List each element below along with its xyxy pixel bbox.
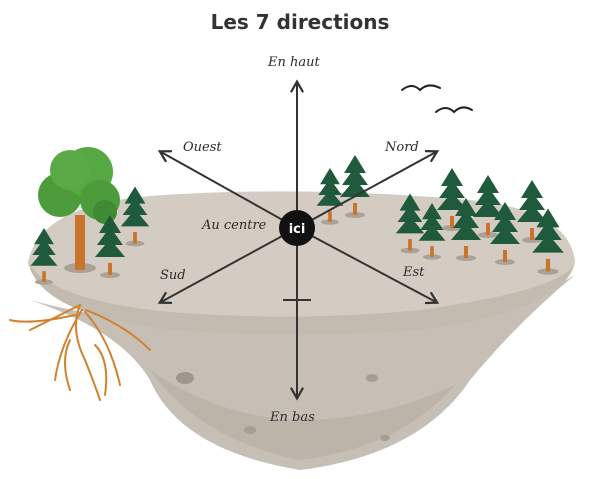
conifer-tree — [451, 198, 481, 261]
conifer-tree — [418, 203, 446, 260]
center-disc — [279, 210, 315, 246]
label-down: En bas — [270, 410, 315, 425]
birds — [401, 84, 473, 114]
conifer-tree — [395, 193, 425, 254]
label-east: Est — [403, 265, 425, 280]
stone — [366, 374, 378, 382]
island-rock-shadow — [150, 370, 455, 460]
conifer-tree — [532, 208, 564, 275]
stone — [244, 426, 256, 434]
label-west: Ouest — [183, 140, 222, 155]
bird-icon — [435, 106, 473, 114]
conifer-tree — [517, 180, 547, 243]
conifer-tree — [490, 202, 520, 265]
direction-arrows — [157, 79, 440, 401]
arrow-east — [296, 227, 440, 305]
diagram-title: Les 7 directions — [210, 10, 390, 34]
island-ground-edge — [28, 262, 575, 335]
conifer-tree — [30, 228, 58, 285]
conifer-tree — [473, 175, 503, 238]
stone — [380, 435, 390, 441]
label-center: Au centre — [202, 218, 267, 233]
stone — [176, 372, 194, 384]
label-south: Sud — [160, 268, 186, 283]
arrow-north — [296, 149, 440, 229]
label-north: Nord — [385, 140, 419, 155]
conifer-tree — [120, 186, 150, 247]
arrow-west — [157, 150, 298, 229]
center-label: ici — [289, 222, 306, 237]
tree-roots — [9, 304, 151, 401]
arrow-south — [157, 227, 298, 305]
conifer-tree — [95, 215, 125, 278]
label-up: En haut — [268, 55, 320, 70]
conifer-trees — [30, 155, 564, 285]
bird-icon — [401, 84, 441, 92]
conifer-tree — [316, 168, 344, 225]
